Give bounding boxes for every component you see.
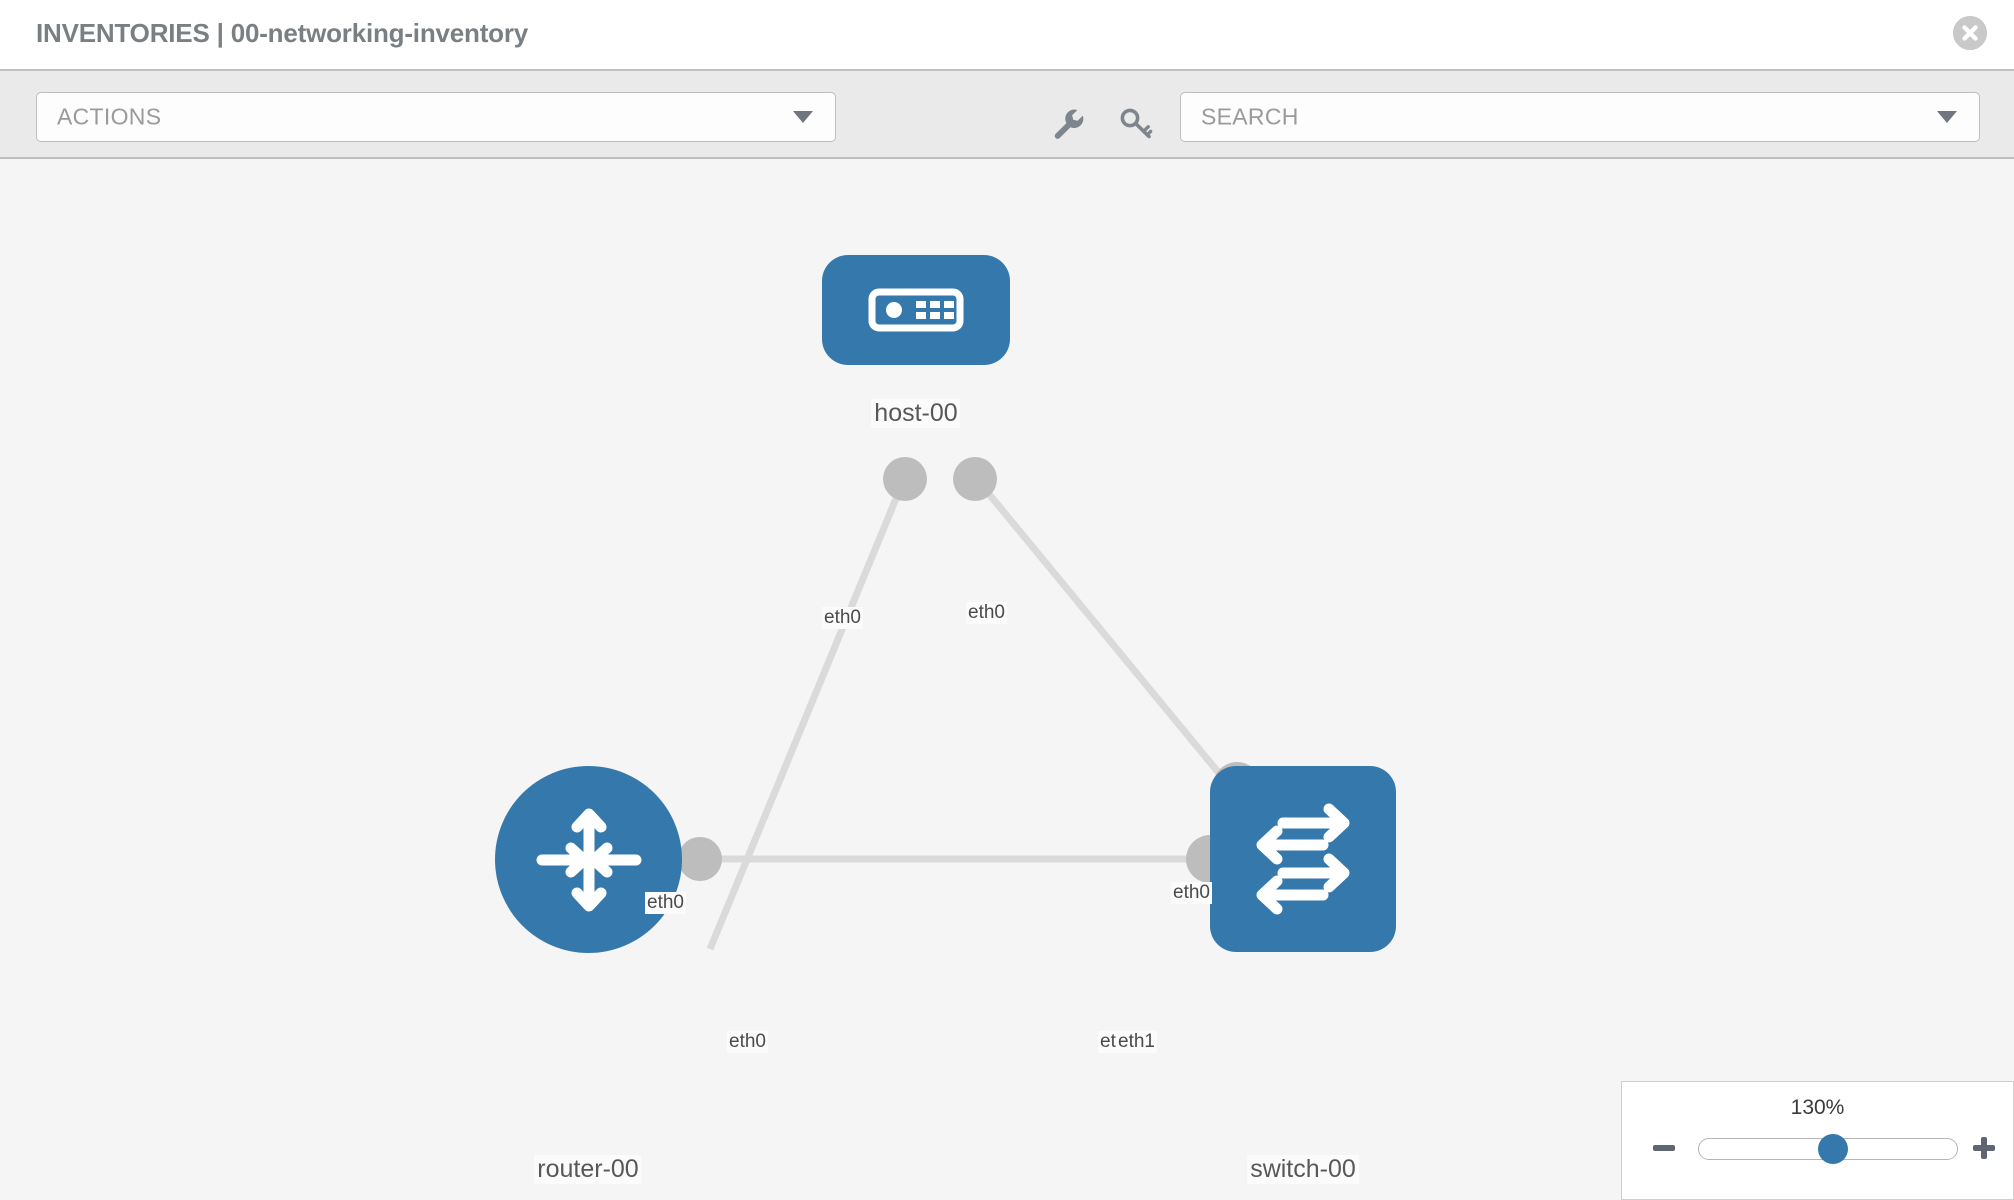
port-host-right — [953, 457, 997, 501]
router-arrows-icon — [536, 808, 641, 911]
chevron-down-icon — [1937, 111, 1957, 123]
key-icon[interactable] — [1116, 103, 1156, 143]
search-input[interactable]: SEARCH — [1180, 92, 1980, 142]
zoom-slider-thumb[interactable] — [1817, 1134, 1848, 1164]
node-switch-00-shape[interactable] — [1210, 766, 1396, 952]
interface-label: eth0 — [645, 892, 686, 914]
topology-canvas[interactable]: host-00 — [0, 159, 2014, 1200]
page-header: INVENTORIES | 00-networking-inventory — [0, 0, 2014, 69]
actions-dropdown[interactable]: ACTIONS — [36, 92, 836, 142]
node-router-00-shape[interactable] — [495, 766, 682, 953]
interface-label: eth0 — [1171, 882, 1212, 904]
link-host-switch — [972, 474, 1235, 792]
node-host-00-shape[interactable] — [822, 255, 1010, 365]
zoom-in-button[interactable] — [1970, 1134, 1998, 1162]
port-host-left — [883, 457, 927, 501]
actions-dropdown-label: ACTIONS — [57, 103, 162, 130]
switch-arrows-icon — [1256, 803, 1350, 915]
page-title: INVENTORIES | 00-networking-inventory — [36, 18, 529, 48]
interface-label: eth1 — [1116, 1031, 1157, 1053]
node-switch-00-label: switch-00 — [1247, 1155, 1359, 1184]
close-icon[interactable] — [1953, 16, 1987, 50]
zoom-out-button[interactable] — [1650, 1134, 1678, 1162]
wrench-icon[interactable] — [1047, 103, 1087, 143]
toolbar: ACTIONS SEARCH — [0, 69, 2014, 159]
search-placeholder: SEARCH — [1201, 103, 1299, 130]
interface-label: eth0 — [727, 1031, 768, 1053]
server-icon — [868, 288, 964, 332]
zoom-level-label: 130% — [1790, 1096, 1845, 1119]
node-router-00-label: router-00 — [534, 1155, 642, 1184]
interface-label: eth0 — [966, 602, 1007, 624]
zoom-control-panel: 130% — [1621, 1081, 2014, 1200]
link-host-router — [706, 475, 909, 951]
node-host-00-label: host-00 — [871, 399, 961, 428]
interface-label: eth0 — [822, 607, 863, 629]
port-router-east — [678, 837, 722, 881]
chevron-down-icon — [793, 111, 813, 123]
